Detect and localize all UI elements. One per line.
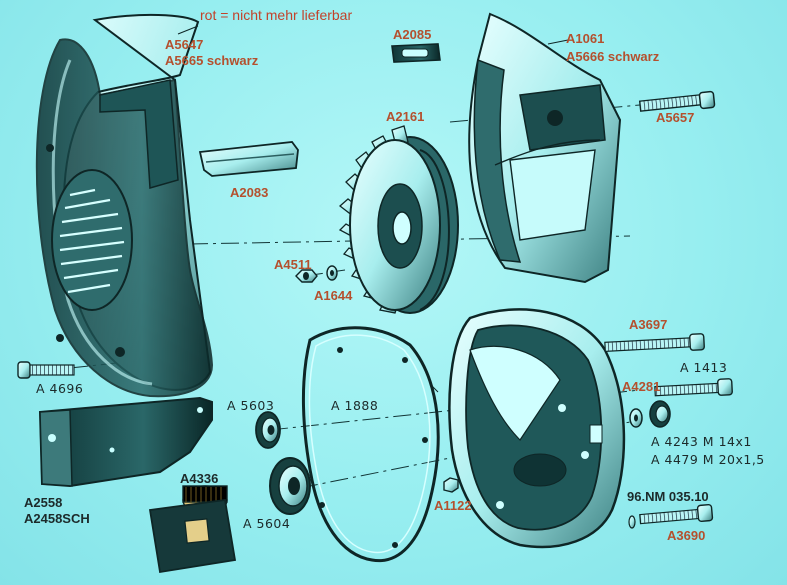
label-a4281: A4281: [622, 379, 661, 394]
screw-a3697: [604, 333, 705, 352]
label-a2458: A2458SCH: [24, 511, 90, 526]
label-96nm03510: 96.NM 035.10: [627, 489, 709, 504]
washer-a4243: [629, 408, 643, 428]
screw-a1413: [654, 378, 733, 397]
label-a3690: A3690: [667, 528, 706, 543]
label-a1413: A 1413: [680, 360, 728, 375]
clip-part: [391, 43, 441, 63]
seal-a4479: [649, 400, 671, 428]
crankcase-half: [448, 308, 626, 549]
label-a2085: A2085: [393, 27, 432, 42]
shroud-part: [468, 12, 622, 284]
label-a3697: A3697: [629, 317, 668, 332]
flywheel: [338, 125, 459, 314]
legend-note: rot = nicht mehr lieferbar: [200, 7, 353, 23]
label-a5604: A 5604: [243, 516, 291, 531]
screw-a4696: [17, 361, 75, 379]
filter-a4336: [148, 485, 237, 574]
label-a5603: A 5603: [227, 398, 275, 413]
label-a1644: A1644: [314, 288, 353, 303]
label-a2161: A2161: [386, 109, 425, 124]
label-a4243: A 4243 M 14x1: [651, 434, 752, 449]
label-a4336: A4336: [180, 471, 219, 486]
fan-cover-grille: [51, 169, 133, 311]
label-a1888: A 1888: [331, 398, 379, 413]
fan-cover: [35, 13, 214, 398]
label-a4511: A4511: [274, 257, 312, 272]
label-a5665: A5665 schwarz: [165, 53, 259, 68]
leader-lines: [177, 25, 569, 393]
label-a1122: A1122: [434, 498, 472, 513]
plug-a1122: [443, 477, 459, 493]
label-a5657: A5657: [656, 110, 695, 125]
bearing-a5603: [255, 411, 281, 449]
label-a5666: A5666 schwarz: [566, 49, 660, 64]
gasket-a1888: [301, 326, 440, 563]
label-a5647: A5647: [165, 37, 204, 52]
screw-a3690: [628, 503, 714, 529]
bearing-a5604: [269, 457, 311, 515]
label-a2558: A2558: [24, 495, 63, 510]
label-a1061: A1061: [566, 31, 605, 46]
bracket-a2558: [38, 396, 213, 488]
strip-part: [198, 141, 299, 177]
nut-a4511: [295, 269, 318, 283]
label-a2083: A2083: [230, 185, 269, 200]
washer-a1644: [326, 265, 338, 281]
screw-a5657: [638, 90, 716, 112]
label-a4479: A 4479 M 20x1,5: [651, 452, 765, 467]
label-a4696: A 4696: [36, 381, 84, 396]
